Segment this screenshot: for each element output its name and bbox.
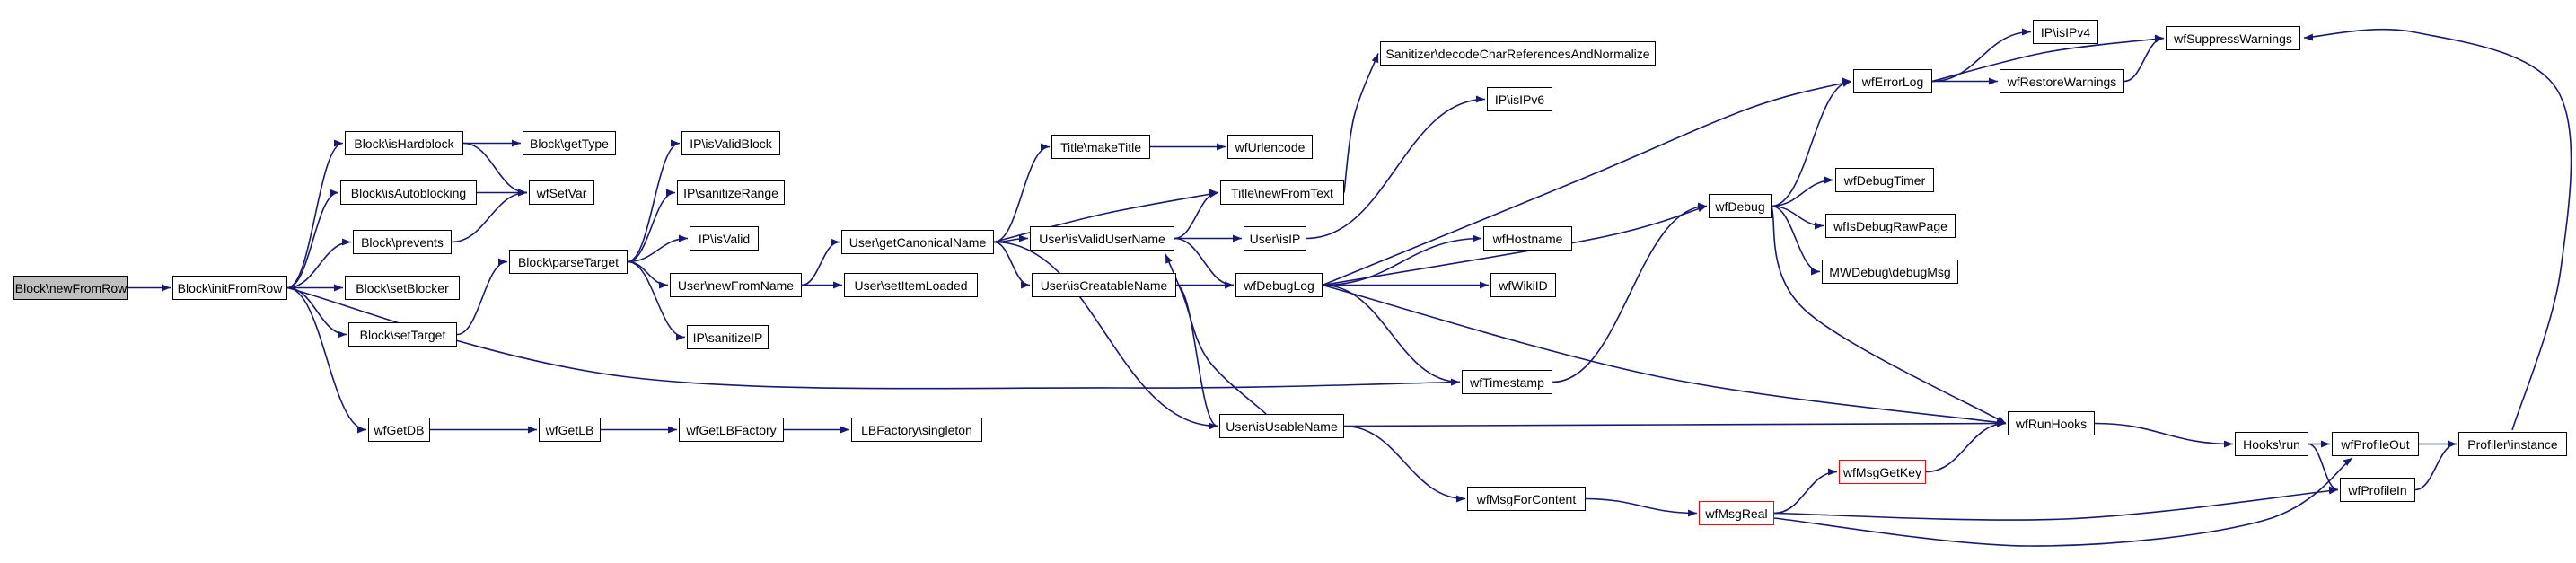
edge-wferrorlog-to-wfsuppresswarnings — [1931, 35, 2165, 83]
node-block-initfromrow[interactable]: Block\initFromRow — [172, 276, 287, 300]
node-wftimestamp[interactable]: wfTimestamp — [1462, 370, 1552, 394]
edge-wfmsgreal-to-wfprofileout — [1773, 457, 2353, 547]
node-wfisdebugrawpage[interactable]: wfIsDebugRawPage — [1825, 214, 1956, 238]
edge-block-initfromrow-to-wftimestamp — [286, 286, 1461, 390]
node-wfgetlb[interactable]: wfGetLB — [539, 418, 601, 442]
node-user-getcanonicalname[interactable]: User\getCanonicalName — [841, 230, 994, 254]
node-user-isusablename[interactable]: User\isUsableName — [1219, 414, 1344, 438]
node-wfdebug[interactable]: wfDebug — [1709, 194, 1772, 218]
node-hooks-run[interactable]: Hooks\run — [2235, 432, 2308, 456]
node-block-newfromrow: Block\newFromRow — [13, 276, 128, 300]
node-title-maketitle[interactable]: Title\makeTitle — [1051, 135, 1150, 159]
node-wfdebuglog[interactable]: wfDebugLog — [1235, 273, 1323, 297]
node-title-newfromtext[interactable]: Title\newFromText — [1220, 180, 1344, 205]
node-block-prevents[interactable]: Block\prevents — [353, 230, 452, 254]
edge-user-isvalidusername-to-wfdebuglog — [1174, 237, 1235, 289]
node-wfhostname[interactable]: wfHostname — [1483, 226, 1572, 251]
edge-user-getcanonicalname-to-title-maketitle — [993, 143, 1051, 243]
edge-block-parsetarget-to-ip-sanitizerange — [627, 189, 676, 263]
node-user-iscreatablename[interactable]: User\isCreatableName — [1032, 273, 1176, 297]
edge-user-newfromname-to-user-getcanonicalname — [801, 238, 840, 286]
edge-block-parsetarget-to-ip-isvalidblock — [627, 139, 681, 263]
edge-wfdebuglog-to-wftimestamp — [1322, 284, 1461, 386]
edge-user-getcanonicalname-to-user-iscreatablename — [993, 241, 1031, 289]
edge-wferrorlog-to-ip-isipv4 — [1931, 28, 2032, 83]
node-wfmsggetkey[interactable]: wfMsgGetKey — [1839, 460, 1926, 484]
edge-wfrunhooks-to-hooks-run — [2094, 422, 2234, 448]
node-lbfactory-singleton[interactable]: LBFactory\singleton — [851, 418, 982, 442]
node-ip-isipv6[interactable]: IP\isIPv6 — [1487, 87, 1552, 111]
edge-wfdebug-to-wfisdebugrawpage — [1771, 205, 1824, 230]
node-ip-isvalidblock[interactable]: IP\isValidBlock — [681, 131, 780, 155]
node-wfsuppresswarnings[interactable]: wfSuppressWarnings — [2166, 26, 2300, 50]
edge-wfdebuglog-to-wfrunhooks — [1322, 284, 2007, 427]
node-sanitizer-decodecharreferencesandnormalize[interactable]: Sanitizer\decodeCharReferencesAndNormali… — [1380, 41, 1656, 66]
edge-block-initfromrow-to-block-ishardblock — [286, 139, 344, 289]
node-wfurlencode[interactable]: wfUrlencode — [1227, 135, 1313, 159]
node-wfmsgforcontent[interactable]: wfMsgForContent — [1467, 487, 1586, 511]
edge-block-settarget-to-block-parsetarget — [456, 258, 508, 336]
edge-profiler-instance-to-wfsuppresswarnings — [2303, 28, 2572, 431]
edge-user-iscreatablename-to-user-isusablename — [1175, 284, 1218, 430]
edge-block-initfromrow-to-wfgetdb — [286, 286, 367, 434]
edge-wfdebug-to-wfrunhooks — [1771, 206, 2007, 425]
edge-hooks-run-to-wfprofilein — [2308, 443, 2339, 494]
edge-user-isvalidusername-to-title-newfromtext — [1174, 189, 1219, 240]
node-block-parsetarget[interactable]: Block\parseTarget — [509, 250, 628, 274]
node-ip-sanitizerange[interactable]: IP\sanitizeRange — [677, 180, 785, 205]
node-ip-isvalid[interactable]: IP\isValid — [690, 226, 759, 251]
edge-user-getcanonicalname-to-user-isusablename — [993, 241, 1218, 430]
edge-wfrestorewarnings-to-wfsuppresswarnings — [2123, 34, 2165, 83]
node-profiler-instance[interactable]: Profiler\instance — [2458, 432, 2567, 456]
node-wfrestorewarnings[interactable]: wfRestoreWarnings — [2000, 69, 2124, 93]
edge-wfmsgforcontent-to-wfmsgreal — [1585, 497, 1698, 517]
node-block-ishardblock[interactable]: Block\isHardblock — [345, 131, 463, 155]
node-user-newfromname[interactable]: User\newFromName — [670, 273, 802, 297]
edge-wfdebuglog-to-wferrorlog — [1322, 80, 1852, 286]
node-user-isip[interactable]: User\isIP — [1244, 226, 1306, 251]
node-wfrunhooks[interactable]: wfRunHooks — [2008, 411, 2095, 435]
node-block-setblocker[interactable]: Block\setBlocker — [345, 276, 460, 300]
node-block-settarget[interactable]: Block\setTarget — [348, 322, 457, 347]
edge-block-initfromrow-to-block-prevents — [286, 238, 352, 289]
edge-wfdebug-to-mwdebug-debugmsg — [1771, 205, 1821, 276]
node-wfgetlbfactory[interactable]: wfGetLBFactory — [679, 418, 784, 442]
node-ip-isipv4[interactable]: IP\isIPv4 — [2033, 20, 2098, 44]
node-wferrorlog[interactable]: wfErrorLog — [1853, 69, 1932, 93]
node-wfwikiid[interactable]: wfWikiID — [1490, 273, 1556, 297]
edge-wfdebug-to-wfdebugtimer — [1771, 176, 1834, 207]
node-wfsetvar[interactable]: wfSetVar — [529, 180, 594, 205]
edge-block-initfromrow-to-block-isautoblocking — [286, 189, 339, 289]
edge-wfprofilein-to-profiler-instance — [2414, 440, 2457, 491]
edge-wftimestamp-to-wfdebug — [1552, 202, 1708, 383]
node-wfmsgreal[interactable]: wfMsgReal — [1699, 501, 1774, 525]
node-wfdebugtimer[interactable]: wfDebugTimer — [1835, 168, 1934, 192]
edge-wfdebuglog-to-wfhostname — [1322, 234, 1482, 286]
edge-title-newfromtext-to-sanitizer-decodecharreferencesandnormalize — [1343, 53, 1379, 193]
edge-wfmsgreal-to-wfmsggetkey — [1773, 468, 1838, 515]
node-ip-sanitizeip[interactable]: IP\sanitizeIP — [687, 325, 769, 349]
node-wfprofilein[interactable]: wfProfileIn — [2340, 478, 2415, 502]
edge-user-isip-to-ip-isipv6 — [1306, 95, 1486, 240]
node-wfprofileout[interactable]: wfProfileOut — [2332, 432, 2419, 456]
node-block-gettype[interactable]: Block\getType — [523, 131, 616, 155]
node-wfgetdb[interactable]: wfGetDB — [368, 418, 430, 442]
edge-block-parsetarget-to-ip-isvalid — [627, 234, 689, 263]
edge-wfdebug-to-wferrorlog — [1771, 77, 1852, 207]
edge-block-prevents-to-wfsetvar — [451, 189, 528, 243]
node-mwdebug-debugmsg[interactable]: MWDebug\debugMsg — [1822, 260, 1958, 284]
node-user-isvalidusername[interactable]: User\isValidUserName — [1030, 226, 1174, 251]
edge-user-isusablename-to-wfmsgforcontent — [1343, 425, 1466, 503]
edge-wfmsgreal-to-wfprofilein — [1773, 487, 2339, 521]
edge-user-isusablename-to-wfrunhooks — [1343, 419, 2007, 427]
edge-block-parsetarget-to-ip-sanitizeip — [627, 260, 686, 341]
node-user-setitemloaded[interactable]: User\setItemLoaded — [844, 273, 978, 297]
edge-wfmsggetkey-to-wfrunhooks — [1925, 419, 2007, 473]
node-block-isautoblocking[interactable]: Block\isAutoblocking — [340, 180, 477, 205]
